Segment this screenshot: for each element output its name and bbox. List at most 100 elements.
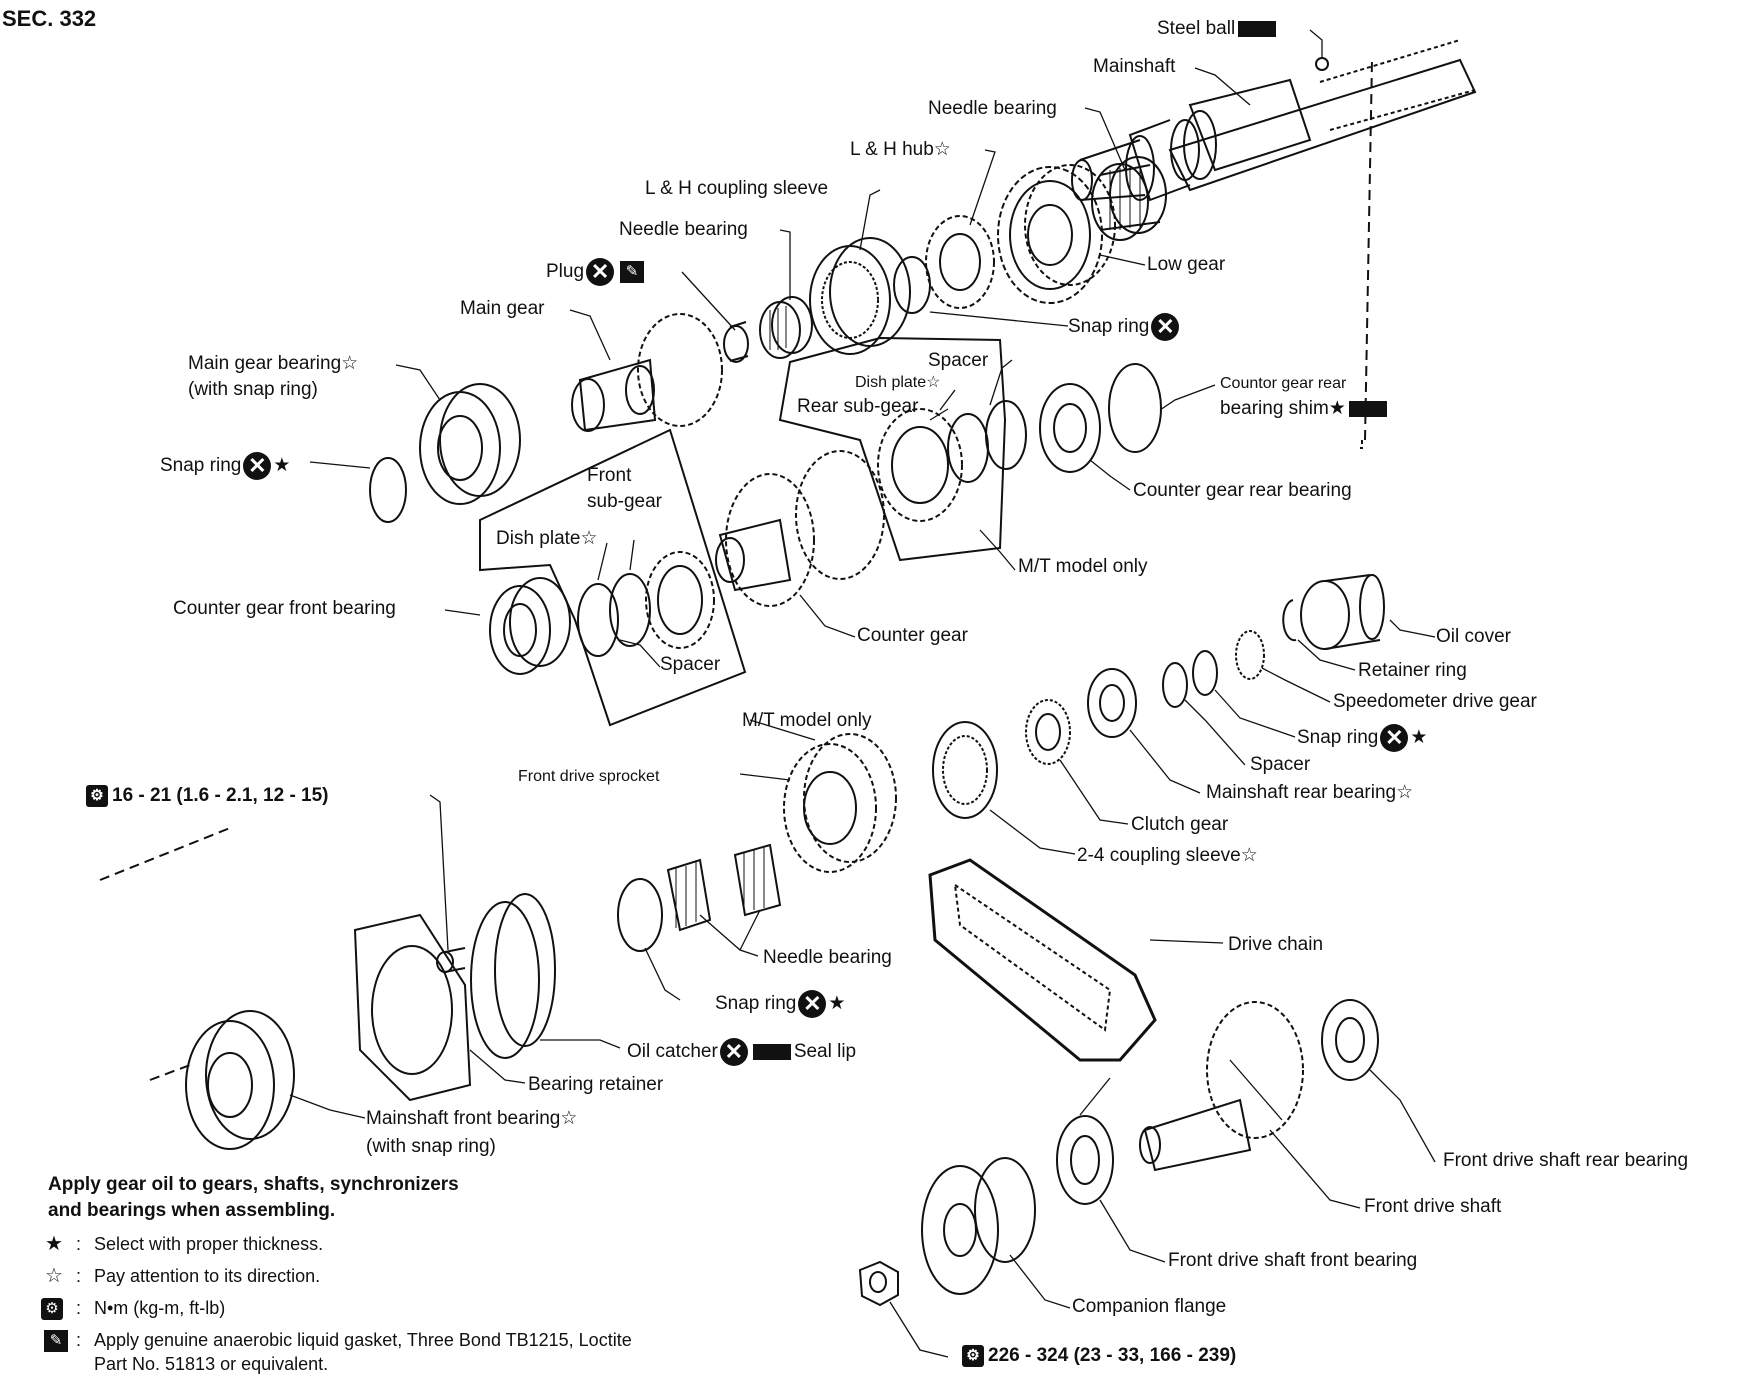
label-spacer-right: Spacer bbox=[1250, 754, 1311, 775]
label-drive-chain: Drive chain bbox=[1228, 934, 1324, 955]
label-low-gear: Low gear bbox=[1147, 254, 1226, 275]
nut-part bbox=[858, 1260, 899, 1307]
needle-bearing-low-part bbox=[666, 843, 782, 932]
label-front-drive-shaft-rear-bearing: Front drive shaft rear bearing bbox=[1443, 1150, 1689, 1171]
legend-item-torque: ⚙ : N•m (kg-m, ft-lb) bbox=[32, 1296, 632, 1320]
wrench-icon: ⚙ bbox=[86, 785, 108, 807]
legend-text-select: Select with proper thickness. bbox=[94, 1234, 324, 1254]
label-mt-model-only-rear: M/T model only bbox=[1018, 556, 1148, 577]
label-oil-catcher: Oil catcher✕Seal lip bbox=[627, 1038, 857, 1066]
legend: Apply gear oil to gears, shafts, synchro… bbox=[32, 1172, 632, 1376]
label-needle-bearing-mid: Needle bearing bbox=[619, 219, 748, 240]
label-snap-ring-left: Snap ring✕★ bbox=[160, 452, 291, 480]
counter-gear-front-bearing-part bbox=[489, 577, 571, 675]
coupling-sleeve-24-part bbox=[932, 721, 998, 819]
outline-star-icon: ☆ bbox=[45, 1265, 63, 1287]
legend-note-line1: Apply gear oil to gears, shafts, synchro… bbox=[48, 1174, 459, 1195]
lh-coupling-sleeve-part bbox=[809, 237, 911, 355]
label-retainer-ring: Retainer ring bbox=[1358, 660, 1467, 681]
label-mt-model-only-front: M/T model only bbox=[742, 710, 872, 731]
plug-part bbox=[723, 321, 749, 363]
front-drive-sprocket-part bbox=[783, 733, 897, 873]
label-mainshaft: Mainshaft bbox=[1093, 56, 1176, 77]
dish-plate-front-part bbox=[609, 573, 651, 647]
label-mainshaft-front-bearing-note: (with snap ring) bbox=[366, 1136, 496, 1157]
label-companion-flange: Companion flange bbox=[1072, 1296, 1227, 1317]
spacer-rear-part bbox=[985, 400, 1027, 470]
legend-item-select: ★ : Select with proper thickness. bbox=[32, 1232, 632, 1256]
label-lh-coupling-sleeve: L & H coupling sleeve bbox=[645, 178, 829, 199]
bearing-shim-part bbox=[1108, 363, 1162, 453]
label-front-drive-shaft-front-bearing: Front drive shaft front bearing bbox=[1168, 1250, 1418, 1271]
section-number: SEC. 332 bbox=[2, 6, 97, 31]
legend-text-direction: Pay attention to its direction. bbox=[94, 1266, 321, 1286]
label-speedometer-drive-gear: Speedometer drive gear bbox=[1333, 691, 1537, 712]
drive-chain-part bbox=[928, 858, 1157, 1062]
label-steel-ball: Steel ball bbox=[1157, 18, 1279, 40]
label-torque-2: ⚙226 - 324 (23 - 33, 166 - 239) bbox=[962, 1345, 1236, 1367]
label-main-gear-bearing-note: (with snap ring) bbox=[188, 379, 318, 400]
label-bearing-shim: bearing shim★ bbox=[1220, 398, 1390, 420]
label-torque-1: ⚙16 - 21 (1.6 - 2.1, 12 - 15) bbox=[86, 785, 329, 807]
legend-item-direction: ☆ : Pay attention to its direction. bbox=[32, 1264, 632, 1288]
lh-hub-part bbox=[925, 215, 995, 309]
main-gear-part bbox=[571, 313, 723, 432]
label-front-sub-gear-2: sub-gear bbox=[587, 491, 662, 512]
label-rear-sub-gear: Rear sub-gear bbox=[797, 396, 919, 417]
snap-ring-right-part bbox=[1192, 650, 1218, 696]
spacer-right-part bbox=[1162, 662, 1188, 708]
low-gear-part bbox=[997, 164, 1116, 304]
clutch-gear-part bbox=[1025, 699, 1071, 765]
front-drive-shaft-rear-bearing-part bbox=[1321, 999, 1379, 1081]
non-reusable-icon: ✕ bbox=[798, 990, 827, 1018]
label-lh-hub: L & H hub☆ bbox=[850, 139, 951, 160]
wrench-icon: ⚙ bbox=[41, 1297, 63, 1320]
gasket-icon: ✎ bbox=[44, 1329, 68, 1352]
oil-cover-part bbox=[1300, 574, 1385, 650]
label-main-gear: Main gear bbox=[460, 298, 545, 319]
mainshaft-part bbox=[1071, 39, 1477, 202]
gasket-icon: ✎ bbox=[620, 261, 645, 283]
filled-star-icon: ★ bbox=[45, 1233, 63, 1255]
label-oil-cover: Oil cover bbox=[1436, 626, 1511, 647]
label-dish-plate-rear: Dish plate☆ bbox=[855, 374, 941, 391]
special-tool-icon bbox=[752, 1044, 791, 1060]
label-spacer-rear: Spacer bbox=[928, 350, 989, 371]
legend-text-gasket: Apply genuine anaerobic liquid gasket, T… bbox=[94, 1330, 632, 1374]
label-front-drive-shaft: Front drive shaft bbox=[1364, 1196, 1502, 1217]
label-needle-bearing-top: Needle bearing bbox=[928, 98, 1057, 119]
spacer-front-part bbox=[577, 583, 619, 657]
snap-ring-low-part bbox=[617, 878, 663, 952]
label-dish-plate-front: Dish plate☆ bbox=[496, 528, 598, 549]
label-spacer-front: Spacer bbox=[660, 654, 721, 675]
label-counter-gear-rear-bearing: Counter gear rear bearing bbox=[1133, 480, 1352, 501]
bearing-retainer-part bbox=[353, 913, 472, 1102]
counter-gear-rear-bearing-part bbox=[1039, 383, 1101, 473]
retainer-ring-part bbox=[1282, 599, 1297, 642]
label-clutch-gear: Clutch gear bbox=[1131, 814, 1229, 835]
snap-ring-top-part bbox=[893, 256, 931, 314]
label-needle-bearing-low: Needle bearing bbox=[763, 947, 892, 968]
special-tool-icon bbox=[1348, 400, 1387, 417]
label-snap-ring-right: Snap ring✕★ bbox=[1297, 724, 1428, 752]
needle-bearing-mid-part bbox=[759, 296, 813, 359]
non-reusable-icon: ✕ bbox=[243, 452, 272, 480]
oil-catcher-part bbox=[470, 893, 556, 1059]
front-drive-shaft-front-bearing-part bbox=[1056, 1115, 1114, 1205]
label-front-drive-sprocket: Front drive sprocket bbox=[518, 768, 660, 785]
snap-ring-left-part bbox=[369, 457, 407, 523]
mt-rear-box bbox=[778, 336, 1007, 562]
label-mainshaft-rear-bearing: Mainshaft rear bearing☆ bbox=[1206, 782, 1414, 803]
speedometer-drive-gear-part bbox=[1235, 630, 1265, 680]
non-reusable-icon: ✕ bbox=[1151, 313, 1180, 341]
label-front-sub-gear-1: Front bbox=[587, 465, 632, 486]
wrench-icon: ⚙ bbox=[962, 1345, 984, 1367]
non-reusable-icon: ✕ bbox=[586, 258, 615, 286]
rear-sub-gear-part bbox=[877, 408, 963, 522]
label-snap-ring-top: Snap ring✕ bbox=[1068, 313, 1181, 341]
steel-ball-part bbox=[1315, 57, 1329, 71]
front-sub-gear-part bbox=[645, 551, 715, 649]
special-tool-icon bbox=[1238, 20, 1277, 37]
label-coupling-sleeve-24: 2-4 coupling sleeve☆ bbox=[1077, 845, 1258, 866]
